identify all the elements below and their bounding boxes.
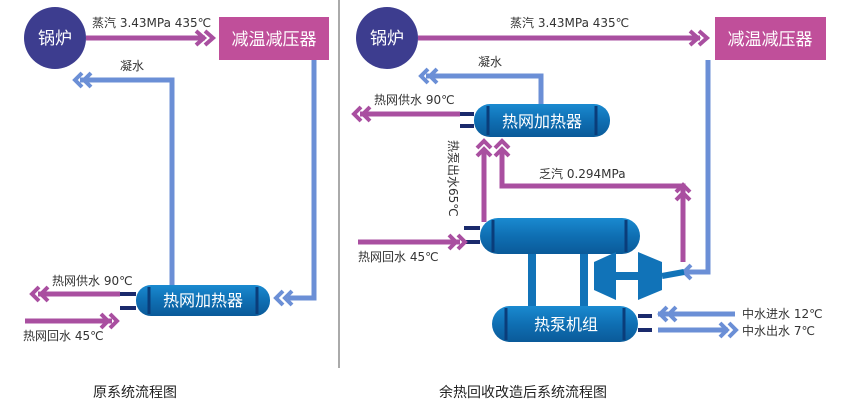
boiler-label: 锅炉 — [38, 29, 72, 49]
exhaust-arrow-icon — [674, 190, 692, 202]
supply-label: 热网供水 90℃ — [374, 93, 455, 107]
boiler-circle — [356, 7, 418, 69]
condensate-arrow-icon — [81, 71, 93, 89]
reducer-label: 减温减压器 — [232, 30, 317, 50]
reducer-box — [715, 17, 826, 60]
condenser-vessel — [480, 218, 640, 254]
heater-vessel — [136, 285, 270, 316]
steam-label: 蒸汽 3.43MPa 435℃ — [92, 15, 211, 30]
heater-label: 热网加热器 — [163, 291, 243, 310]
condensate-arrow-icon — [418, 67, 430, 85]
condensate-pipe — [426, 73, 544, 104]
original-caption: 原系统流程图 — [93, 385, 177, 401]
reducer-to-heater-pipe — [288, 60, 317, 301]
return-arrow-icon — [456, 233, 468, 251]
supply-label: 热网供水 90℃ — [52, 274, 133, 288]
supply-arrow-icon — [38, 285, 50, 303]
condensate-arrow-icon — [427, 67, 439, 85]
mid-out-arrow-icon — [727, 321, 739, 339]
nozzle — [460, 124, 474, 128]
pipe-arrow-icon — [273, 289, 285, 307]
nozzle — [464, 240, 480, 244]
heater-label: 热网加热器 — [502, 112, 582, 131]
link-pipe — [580, 254, 588, 308]
nozzle — [120, 292, 136, 296]
mid-in-arrow-icon — [666, 305, 678, 323]
reducer-box — [219, 17, 329, 60]
turbine-icon — [638, 252, 662, 300]
condensate-label: 凝水 — [120, 58, 144, 73]
reducer-to-heatpump-pipe — [685, 60, 711, 275]
hp-out-label-text: 热泵出水65℃ — [446, 140, 460, 217]
mid-in-arrow-icon — [657, 305, 669, 323]
compressor-icon — [594, 252, 616, 300]
return-arrow-icon — [447, 233, 459, 251]
nozzle — [638, 328, 652, 332]
exhaust-arrow-icon — [674, 182, 692, 194]
heater-vessel — [474, 104, 610, 137]
exhaust-label: 乏汽 0.294MPa — [539, 166, 626, 181]
hp-outlet-arrow-icon — [475, 138, 493, 150]
heatpump-label: 热泵机组 — [534, 315, 598, 334]
hp-outlet-arrow-icon — [475, 146, 493, 158]
exhaust-steam-pipe — [499, 150, 686, 262]
supply-arrow-icon — [351, 105, 363, 123]
return-label: 热网回水 45℃ — [23, 329, 104, 343]
steam-arrow-icon — [697, 29, 711, 47]
condensate-pipe — [80, 77, 175, 288]
return-arrow-icon — [99, 312, 111, 330]
mid-out-arrow-icon — [718, 321, 730, 339]
condensate-label: 凝水 — [478, 54, 502, 69]
exhaust-arrow-icon — [493, 138, 511, 150]
nozzle — [638, 314, 652, 318]
reducer-label: 减温减压器 — [728, 30, 813, 50]
exhaust-arrow-icon — [493, 146, 511, 158]
return-label: 热网回水 45℃ — [358, 250, 439, 264]
link-pipe — [528, 254, 536, 308]
nozzle — [460, 112, 474, 116]
condensate-arrow-icon — [72, 71, 84, 89]
supply-arrow-icon — [29, 285, 41, 303]
mid-in-label: 中水进水 12℃ — [742, 306, 823, 321]
nozzle — [464, 226, 480, 230]
boiler-circle — [24, 7, 86, 69]
retrofit-system-diagram: 锅炉 蒸汽 3.43MPa 435℃ 减温减压器 乏汽 0.294MPa 热泵出… — [351, 7, 826, 401]
compressor-shaft — [616, 272, 638, 280]
turbine-link — [661, 269, 685, 279]
retrofit-caption: 余热回收改造后系统流程图 — [439, 384, 607, 401]
steam-arrow-icon — [688, 29, 702, 47]
steam-arrow-icon — [203, 29, 217, 47]
hp-out-label: 热泵出水65℃ — [446, 140, 460, 217]
steam-arrow-icon — [194, 29, 208, 47]
nozzle — [120, 306, 136, 310]
heatpump-vessel — [492, 306, 638, 342]
supply-arrow-icon — [360, 105, 372, 123]
steam-label: 蒸汽 3.43MPa 435℃ — [510, 15, 629, 30]
mid-out-label: 中水出水 7℃ — [742, 323, 815, 338]
original-system-diagram: 锅炉 蒸汽 3.43MPa 435℃ 减温减压器 凝水 热网加热器 热网供水 9… — [23, 7, 329, 401]
pipe-arrow-icon — [282, 289, 294, 307]
boiler-label: 锅炉 — [370, 29, 404, 49]
return-arrow-icon — [108, 312, 120, 330]
